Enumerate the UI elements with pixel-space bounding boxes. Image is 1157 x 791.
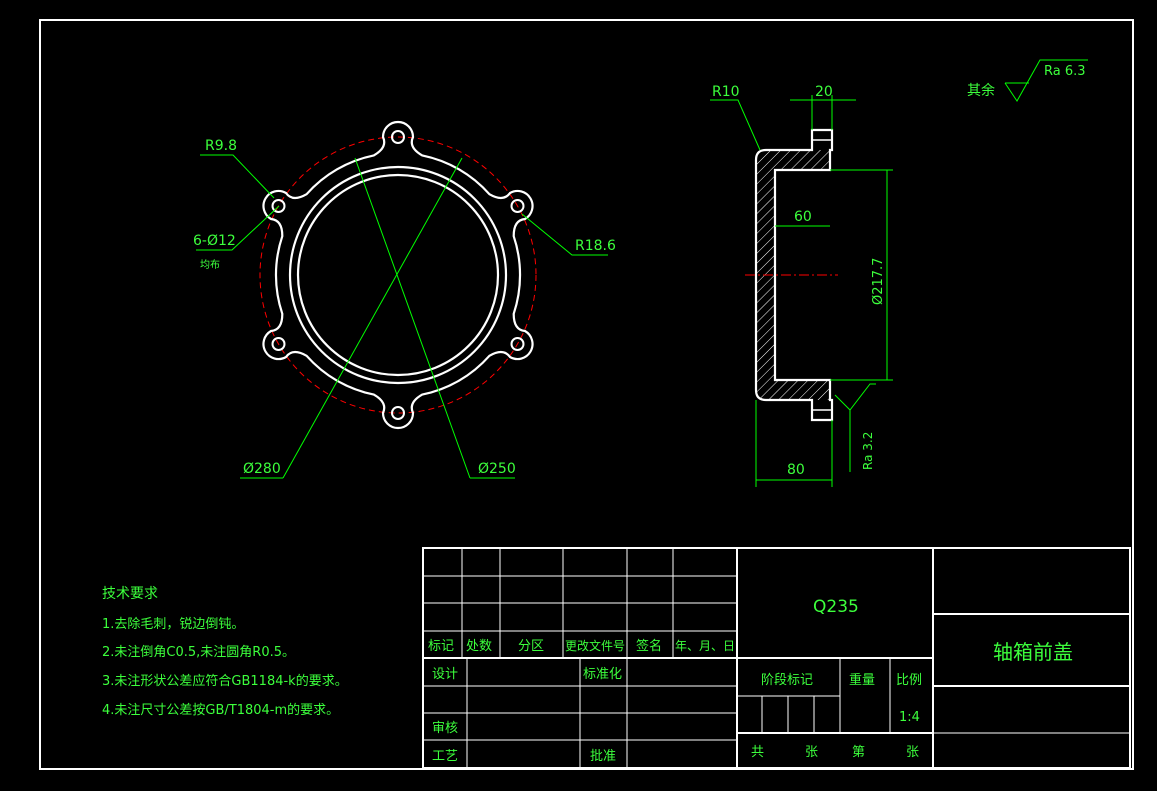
header-col: 签名: [636, 638, 662, 654]
section-view: R10 20 60 Ø217.7 80 Ra 3.2: [710, 84, 893, 487]
tech-item: 2.未注倒角C0.5,未注圆角R0.5。: [102, 645, 295, 660]
r186-leader: [521, 213, 608, 256]
bore-inner: [296, 173, 500, 377]
holes-leader: [196, 205, 280, 251]
part-name: 轴箱前盖: [993, 640, 1073, 664]
tech-item: 1.去除毛刺，锐边倒钝。: [102, 617, 244, 632]
label-holes: 6-Ø12: [193, 233, 236, 249]
front-view: R9.8 6-Ø12 均布 R18.6 Ø280 Ø250: [193, 120, 616, 479]
label-d2177: Ø217.7: [871, 258, 886, 305]
label-holes-note: 均布: [200, 259, 220, 271]
ra63-symbol: [1004, 59, 1088, 102]
header-col: 更改文件号: [565, 638, 625, 653]
label-d280: Ø280: [243, 461, 281, 477]
section-hatch: [756, 150, 830, 400]
flange-outline: [262, 120, 534, 430]
label-weight: 重量: [849, 672, 875, 688]
tech-item: 4.未注尺寸公差按GB/T1804-m的要求。: [102, 702, 339, 718]
label-r10: R10: [712, 84, 740, 100]
label-r186: R18.6: [575, 238, 616, 254]
label-standardize: 标准化: [583, 667, 622, 682]
label-review: 审核: [432, 721, 458, 736]
r98-leader: [200, 154, 275, 199]
bore-outer: [288, 165, 508, 385]
tech-requirements: 技术要求 1.去除毛刺，锐边倒钝。 2.未注倒角C0.5,未注圆角R0.5。 3…: [102, 586, 348, 718]
tech-title: 技术要求: [102, 586, 158, 602]
header-col: 处数: [466, 639, 492, 654]
label-d250: Ø250: [478, 461, 516, 477]
label-r98: R9.8: [205, 138, 237, 154]
label-total: 共: [751, 745, 764, 760]
label-60: 60: [794, 209, 812, 225]
title-block-text: 标记 处数 分区 更改文件号 签名 年、月、日 设计 标准化 审核 工艺 批准 …: [428, 597, 1073, 764]
label-approve: 批准: [590, 749, 616, 764]
label-80: 80: [787, 462, 805, 478]
bolt-hole: [391, 406, 405, 420]
bolt-hole: [271, 337, 286, 351]
label-rest: 其余: [967, 82, 995, 99]
label-sheet-no: 第: [852, 745, 865, 760]
bolt-hole: [510, 199, 525, 213]
bolt-hole: [391, 130, 405, 144]
ra32-symbol: [834, 383, 876, 411]
label-ra32: Ra 3.2: [861, 432, 875, 470]
header-col: 年、月、日: [675, 639, 735, 653]
tech-item: 3.未注形状公差应符合GB1184-k的要求。: [102, 673, 348, 689]
surface-finish-note: 其余 Ra 6.3: [967, 59, 1088, 102]
label-stage-mark: 阶段标记: [761, 673, 813, 688]
bolt-holes: [271, 130, 525, 420]
bolt-hole: [271, 199, 286, 213]
bolt-circle: [259, 136, 537, 414]
d280-leader: [282, 157, 463, 479]
label-design: 设计: [432, 667, 458, 682]
label-20: 20: [815, 84, 833, 100]
label-scale: 比例: [896, 673, 922, 688]
label-sheets: 张: [805, 745, 818, 760]
scale-value: 1:4: [899, 710, 920, 725]
header-col: 分区: [518, 639, 544, 654]
d250-leader: [354, 157, 471, 479]
material: Q235: [813, 597, 859, 617]
title-block: [422, 547, 1131, 769]
label-sheets2: 张: [906, 745, 919, 760]
label-ra63: Ra 6.3: [1044, 64, 1086, 79]
label-process: 工艺: [432, 749, 458, 764]
bolt-hole: [510, 337, 525, 351]
r10-leader: [710, 99, 761, 151]
header-col: 标记: [428, 639, 454, 654]
